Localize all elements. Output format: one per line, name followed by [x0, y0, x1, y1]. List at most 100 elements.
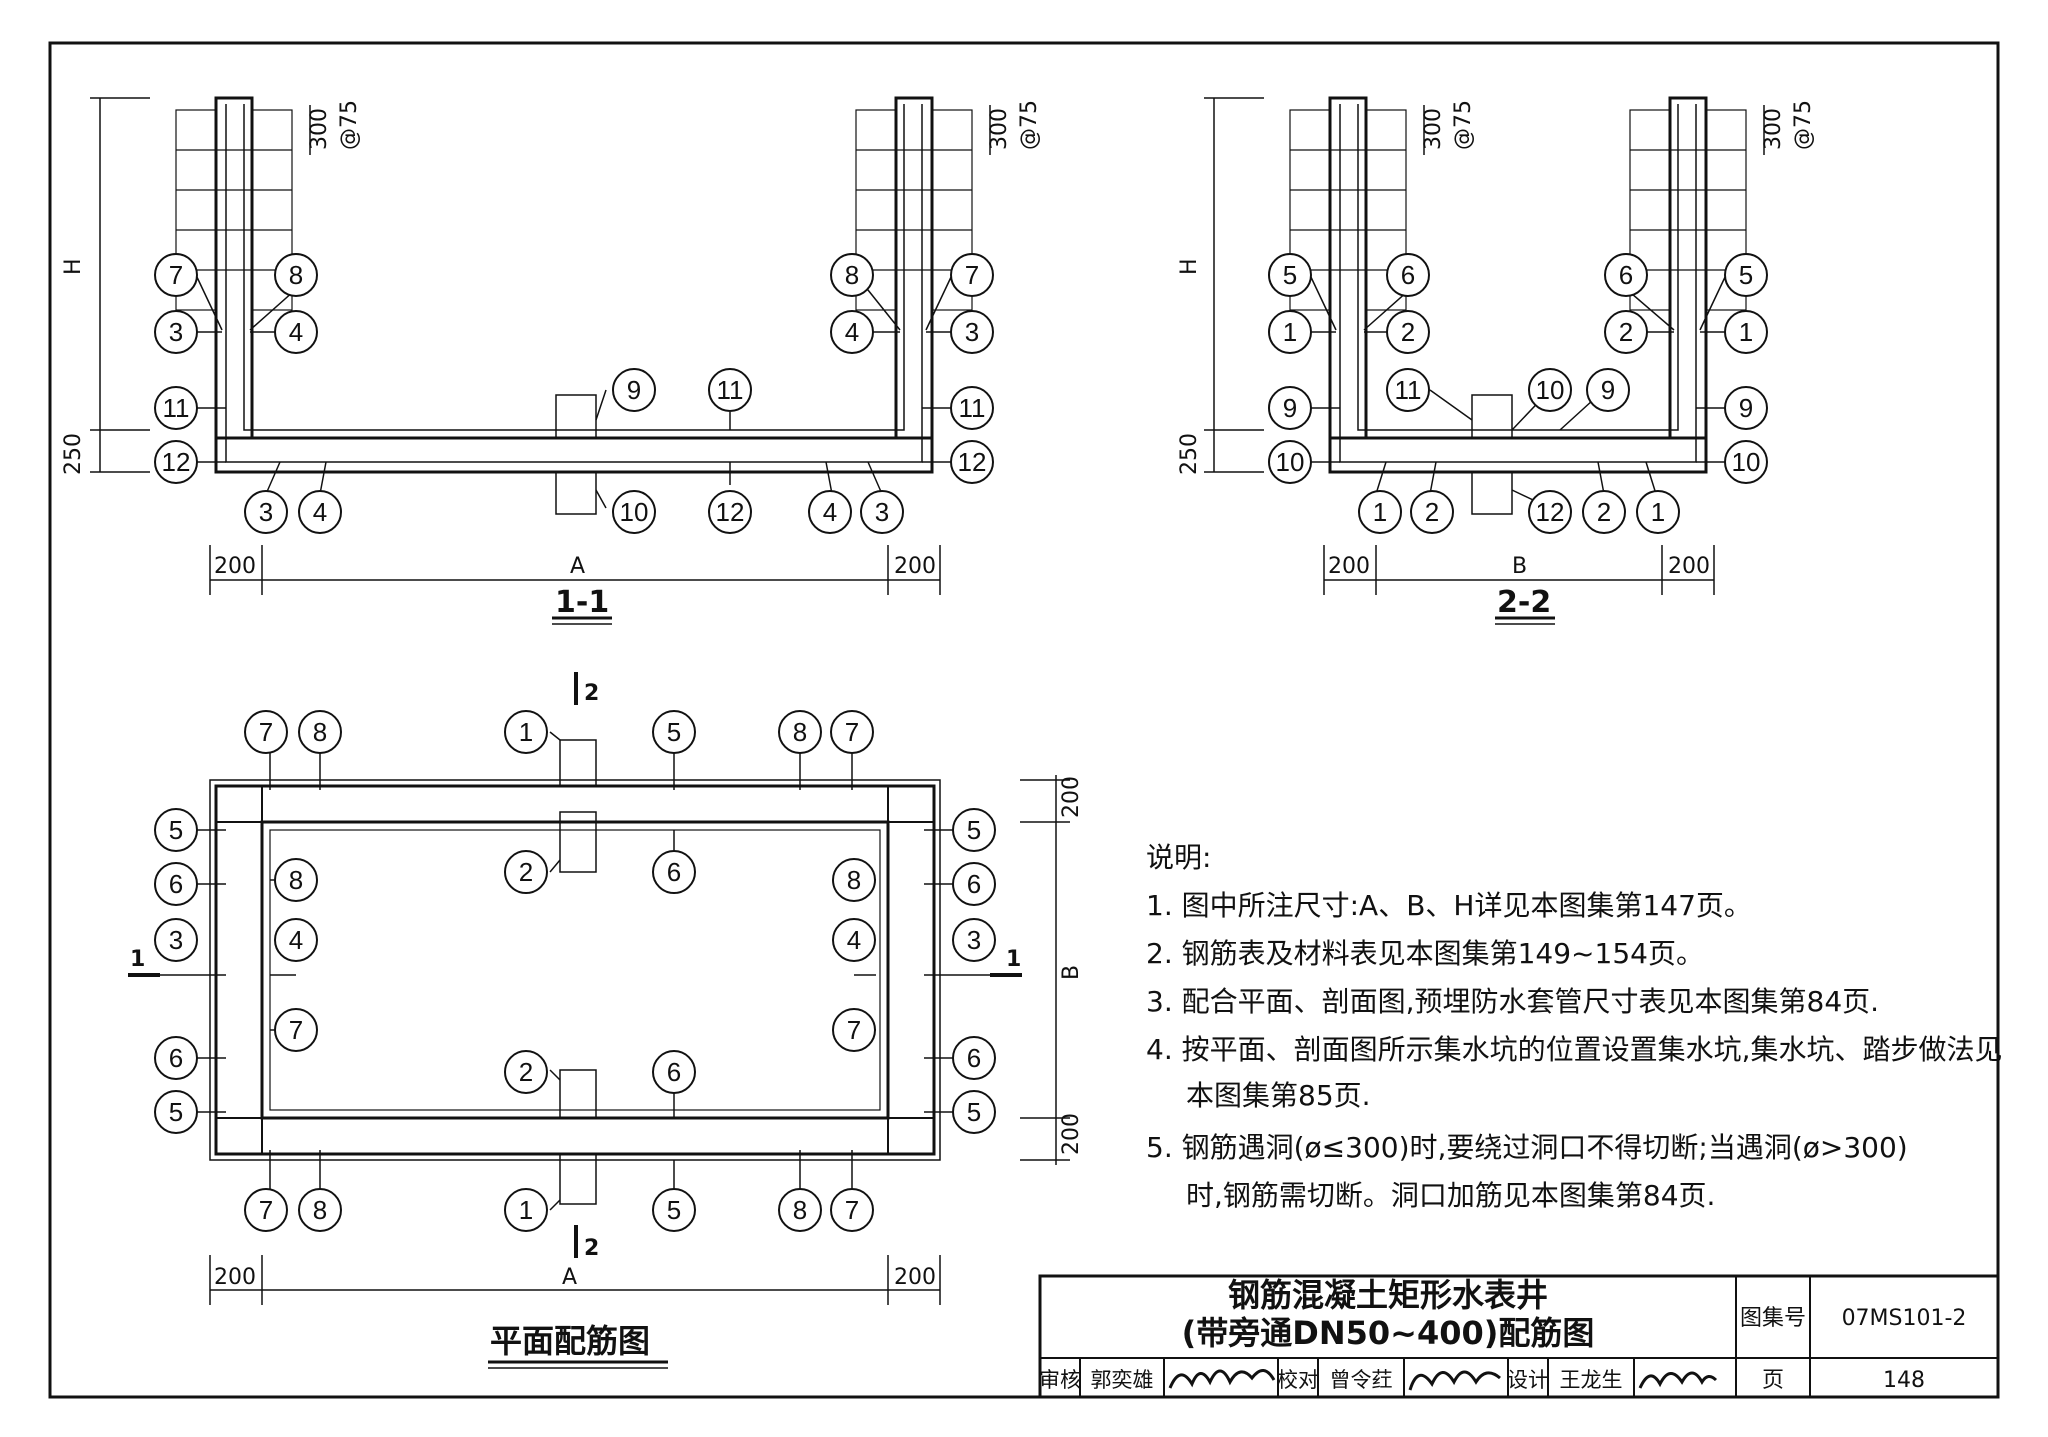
svg-text:10: 10: [1732, 447, 1761, 477]
svg-text:4: 4: [289, 925, 303, 955]
bubble-9: 9: [612, 368, 656, 412]
bubble-9: 9: [1724, 386, 1768, 430]
svg-text:1: 1: [519, 717, 533, 747]
bubble-2: 2: [1410, 490, 1454, 534]
svg-text:6: 6: [1401, 260, 1415, 290]
svg-text:3: 3: [169, 925, 183, 955]
s22-dim-75-right: @75: [1791, 100, 1816, 150]
bubble-5: 5: [652, 710, 696, 754]
bubble-7: 7: [244, 1188, 288, 1232]
bubble-12: 12: [154, 440, 198, 484]
plan-dim-side-right: 200: [894, 1265, 936, 1290]
design-label: 设计: [1507, 1368, 1549, 1392]
s22-dim-H: H: [1177, 258, 1202, 275]
sheet-frame: [48, 41, 2000, 1399]
svg-text:11: 11: [959, 393, 986, 423]
bubble-11: 11: [154, 386, 198, 430]
bubble-5: 5: [154, 1090, 198, 1134]
svg-text:2: 2: [1401, 317, 1415, 347]
bubble-8: 8: [778, 710, 822, 754]
note-4: 4. 按平面、剖面图所示集水坑的位置设置集水坑,集水坑、踏步做法见: [1146, 1033, 2003, 1066]
svg-text:8: 8: [793, 717, 807, 747]
signature-designer: [1638, 1371, 1718, 1389]
bubble-10: 10: [612, 490, 656, 534]
bubble-4: 4: [830, 310, 874, 354]
bubble-8: 8: [778, 1188, 822, 1232]
svg-text:4: 4: [845, 317, 859, 347]
signature-reviewer: [1168, 1369, 1276, 1389]
bubble-12: 12: [950, 440, 994, 484]
bubble-8: 8: [298, 1188, 342, 1232]
drawing-title-line2: (带旁通DN50~400)配筋图: [1182, 1314, 1595, 1352]
bubble-10: 10: [1268, 440, 1312, 484]
bubble-6: 6: [652, 1050, 696, 1094]
plan-dim-side-bottom: 200: [1059, 1113, 1084, 1155]
s11-dim-side-left: 200: [214, 554, 256, 579]
signature-checker: [1408, 1370, 1501, 1391]
svg-text:10: 10: [620, 497, 649, 527]
svg-text:8: 8: [289, 260, 303, 290]
svg-text:3: 3: [967, 925, 981, 955]
svg-text:3: 3: [965, 317, 979, 347]
plan-dim-side-top: 200: [1059, 776, 1084, 818]
s11-dim-side-right: 200: [894, 554, 936, 579]
svg-text:7: 7: [169, 260, 183, 290]
bubble-4: 4: [274, 310, 318, 354]
bubble-11: 11: [950, 386, 994, 430]
bubble-6: 6: [952, 862, 996, 906]
bubble-4: 4: [274, 918, 318, 962]
bubble-7: 7: [244, 710, 288, 754]
svg-text:10: 10: [1536, 375, 1565, 405]
check-label: 校对: [1277, 1368, 1319, 1392]
reviewer-name: 郭奕雄: [1091, 1368, 1154, 1392]
bubble-1: 1: [1268, 310, 1312, 354]
bubble-6: 6: [1386, 253, 1430, 297]
bubble-7: 7: [832, 1008, 876, 1052]
svg-text:7: 7: [259, 1195, 273, 1225]
svg-text:6: 6: [1619, 260, 1633, 290]
svg-text:8: 8: [313, 717, 327, 747]
svg-text:9: 9: [627, 375, 641, 405]
svg-text:12: 12: [162, 447, 191, 477]
svg-text:11: 11: [163, 393, 190, 423]
atlas-label: 图集号: [1740, 1306, 1806, 1331]
svg-text:10: 10: [1276, 447, 1305, 477]
review-label: 审核: [1039, 1368, 1081, 1392]
plan-dim-A: A: [562, 1265, 577, 1290]
bubble-5: 5: [952, 808, 996, 852]
page-label: 页: [1762, 1368, 1784, 1393]
bubble-8: 8: [274, 253, 318, 297]
page-number: 148: [1883, 1368, 1925, 1393]
s22-dim-250: 250: [1177, 433, 1202, 475]
svg-text:8: 8: [847, 865, 861, 895]
section-1-1: [90, 96, 991, 625]
plan-cut-2-top: 2: [584, 681, 599, 706]
svg-text:12: 12: [958, 447, 987, 477]
bubble-7: 7: [830, 1188, 874, 1232]
svg-text:12: 12: [716, 497, 745, 527]
bubble-3: 3: [154, 310, 198, 354]
svg-text:6: 6: [667, 857, 681, 887]
svg-text:6: 6: [667, 1057, 681, 1087]
s11-dim-A: A: [570, 554, 585, 579]
bubble-5: 5: [952, 1090, 996, 1134]
bubble-9: 9: [1268, 386, 1312, 430]
svg-text:3: 3: [259, 497, 273, 527]
svg-text:1: 1: [1739, 317, 1753, 347]
note-4-cont: 本图集第85页.: [1186, 1079, 1371, 1112]
plan-cut-2-bottom: 2: [584, 1236, 599, 1261]
s22-dim-B: B: [1512, 554, 1527, 579]
svg-text:4: 4: [313, 497, 327, 527]
bubble-7: 7: [830, 710, 874, 754]
svg-text:7: 7: [289, 1015, 303, 1045]
bubble-8: 8: [274, 858, 318, 902]
s11-dim-300-left: 300: [307, 108, 332, 150]
svg-text:11: 11: [1395, 375, 1422, 405]
bubble-12: 12: [708, 490, 752, 534]
svg-text:9: 9: [1601, 375, 1615, 405]
svg-text:1: 1: [1283, 317, 1297, 347]
bubble-1: 1: [504, 1188, 548, 1232]
svg-text:8: 8: [845, 260, 859, 290]
s11-dim-H: H: [61, 258, 86, 275]
bubble-2: 2: [504, 850, 548, 894]
